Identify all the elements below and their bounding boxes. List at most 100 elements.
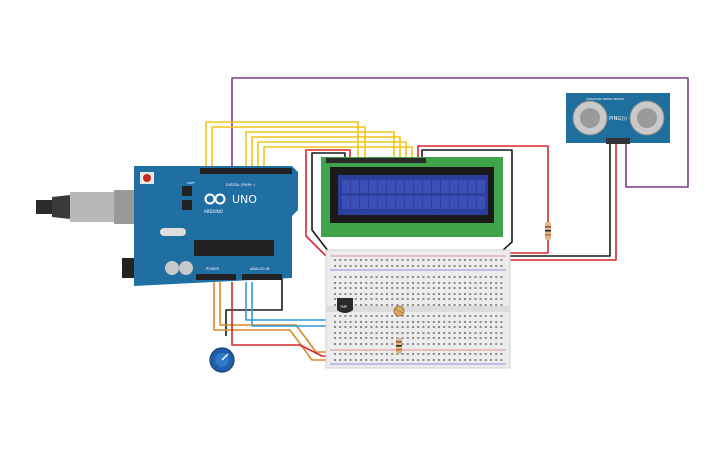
lcd-16x2[interactable] [321,157,503,237]
lcd-char-cell [423,196,431,209]
breadboard-hole [360,343,362,345]
breadboard-hole [448,276,451,278]
breadboard-hole [344,321,347,323]
breadboard-hole [406,343,409,345]
breadboard-hole [479,359,482,361]
breadboard-hole [458,332,461,334]
breadboard-hole [360,293,362,295]
breadboard-hole [427,293,430,295]
breadboard-hole [458,353,461,355]
breadboard-hole [443,287,446,289]
breadboard-hole [391,321,394,323]
breadboard-hole [380,304,383,306]
breadboard-hole [401,276,404,278]
breadboard-hole [448,287,451,289]
breadboard-hole [484,287,487,289]
breadboard-hole [370,326,373,328]
breadboard-hole [339,315,342,317]
breadboard-hole [406,276,409,278]
breadboard-hole [354,287,357,289]
lcd-char-cell [468,180,476,193]
breadboard-hole [401,259,404,261]
breadboard-hole [469,293,472,295]
breadboard-hole [432,276,435,278]
breadboard-hole [484,298,487,300]
breadboard-hole [380,265,383,267]
breadboard-hole [417,337,420,339]
breadboard-hole [422,293,425,295]
breadboard-hole [443,276,446,278]
breadboard-hole [417,298,420,300]
breadboard-hole [448,298,451,300]
breadboard-hole [339,326,342,328]
arduino-uno-board[interactable]: UNO ARDUINO DIGITAL (PWM~) AREF POWER AN… [36,166,298,286]
breadboard-hole [495,353,498,355]
breadboard-hole [484,293,487,295]
breadboard-hole [334,337,336,339]
breadboard-hole [490,298,492,300]
breadboard-hole [453,293,456,295]
breadboard-hole [422,265,425,267]
breadboard-hole [448,332,451,334]
breadboard-hole [474,259,477,261]
breadboard-hole [422,315,425,317]
breadboard-hole [484,326,487,328]
lcd-char-cell [360,196,368,209]
temperature-sensor[interactable]: TMP [337,298,353,313]
ultrasonic-sensor[interactable]: PING))) ULTRASONIC RANGE SENSOR [566,93,670,144]
breadboard-hole [344,265,347,267]
breadboard-hole [464,326,466,328]
breadboard-hole [458,259,461,261]
breadboard-hole [354,304,357,306]
resistor-icon[interactable] [396,338,402,354]
breadboard-hole [339,276,342,278]
breadboard-hole [427,326,430,328]
breadboard-hole [349,326,352,328]
breadboard-hole [432,282,435,284]
breadboard-hole [344,287,347,289]
breadboard-hole [458,326,461,328]
breadboard-hole [474,282,477,284]
breadboard-hole [396,359,399,361]
lcd-char-cell [369,196,377,209]
breadboard-hole [412,304,414,306]
breadboard-hole [427,287,430,289]
breadboard-hole [360,359,362,361]
breadboard[interactable] [325,249,511,369]
breadboard-hole [401,298,404,300]
breadboard-hole [464,293,466,295]
breadboard-hole [443,282,446,284]
breadboard-hole [412,265,414,267]
breadboard-hole [469,359,472,361]
breadboard-hole [490,353,492,355]
breadboard-hole [422,304,425,306]
arduino-logo-text: ARDUINO [204,209,223,214]
breadboard-hole [412,332,414,334]
breadboard-hole [412,359,414,361]
breadboard-hole [469,353,472,355]
lcd-char-cell [405,180,413,193]
breadboard-hole [422,326,425,328]
breadboard-hole [422,282,425,284]
breadboard-holes [334,259,503,361]
wire-red-lcd [417,145,549,225]
lcd-char-cell [369,180,377,193]
breadboard-hole [365,265,368,267]
breadboard-hole [422,298,425,300]
breadboard-hole [438,287,440,289]
breadboard-hole [401,293,404,295]
breadboard-hole [464,332,466,334]
potentiometer-icon[interactable] [209,347,235,373]
breadboard-hole [448,259,451,261]
breadboard-hole [438,321,440,323]
breadboard-hole [406,304,409,306]
photoresistor-icon[interactable] [393,305,405,317]
breadboard-hole [438,304,440,306]
breadboard-hole [427,282,430,284]
breadboard-hole [370,259,373,261]
breadboard-hole [370,353,373,355]
breadboard-hole [464,265,466,267]
breadboard-hole [339,321,342,323]
breadboard-hole [386,337,388,339]
breadboard-hole [432,287,435,289]
